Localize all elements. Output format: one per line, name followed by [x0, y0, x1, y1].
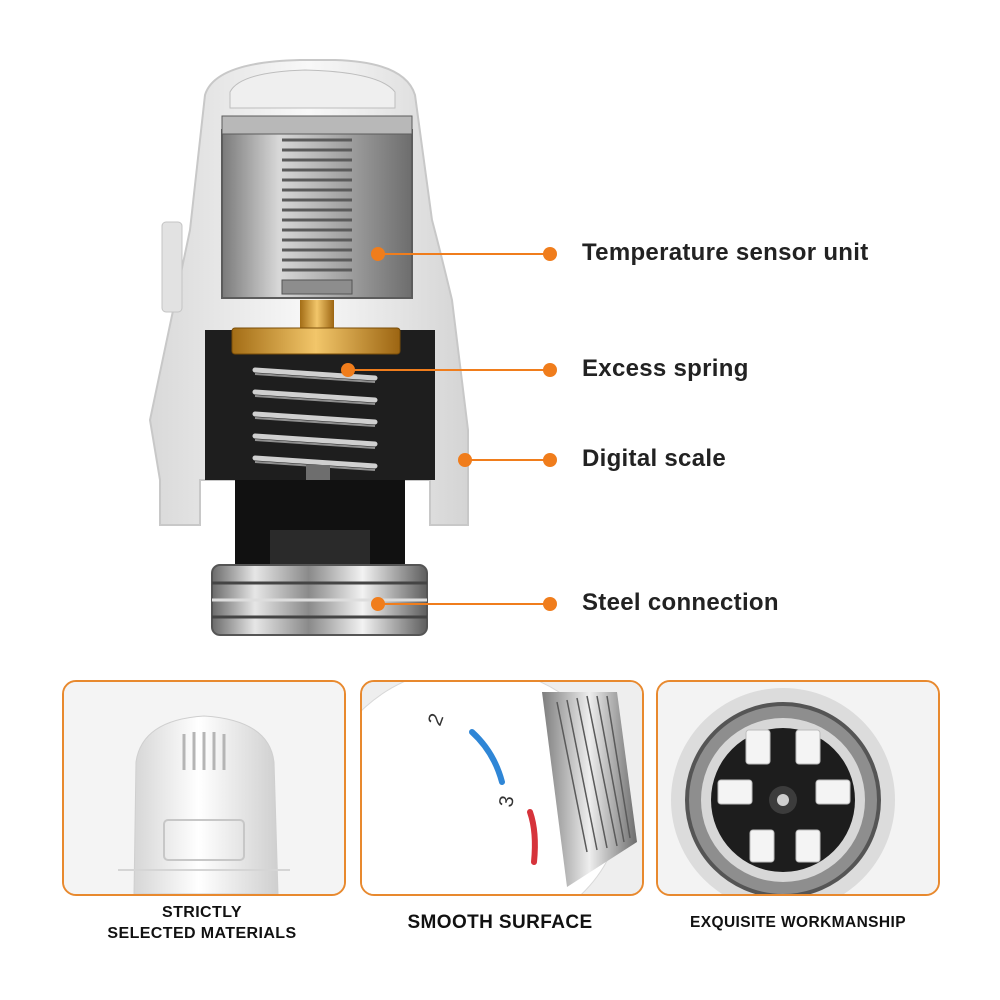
caption-line: STRICTLY: [162, 904, 242, 921]
caption-line: EXQUISITE WORKMANSHIP: [690, 914, 906, 931]
caption-workmanship: EXQUISITE WORKMANSHIP: [656, 912, 940, 933]
callout-digital-scale: Digital scale: [0, 444, 1000, 474]
caption-surface: SMOOTH SURFACE: [360, 912, 640, 933]
callout-label: Temperature sensor unit: [582, 239, 869, 266]
connector-closeup: [658, 682, 938, 894]
callout-label: Steel connection: [582, 589, 779, 616]
panel-surface: 2 3: [360, 680, 644, 896]
scale-mark-3: 3: [495, 794, 519, 809]
thermostat-cap-image: [64, 682, 344, 894]
caption-materials: STRICTLY SELECTED MATERIALS: [62, 902, 342, 944]
caption-line: SMOOTH SURFACE: [407, 912, 593, 933]
callout-steel-connection: Steel connection: [0, 588, 1000, 618]
panel-materials: [62, 680, 346, 896]
caption-line: SELECTED MATERIALS: [107, 925, 297, 942]
callout-label: Digital scale: [582, 445, 726, 472]
panel-workmanship: [656, 680, 940, 896]
callout-label: Excess spring: [582, 355, 749, 382]
callout-temperature-sensor: Temperature sensor unit: [0, 238, 1000, 268]
callout-excess-spring: Excess spring: [0, 354, 1000, 384]
thermostat-cutaway-illustration: Temperature sensor unit Excess spring Di…: [0, 59, 1000, 636]
thermostat-dial-closeup: 2 3: [362, 682, 642, 894]
thermostat-cutaway-drawing: [148, 59, 557, 636]
